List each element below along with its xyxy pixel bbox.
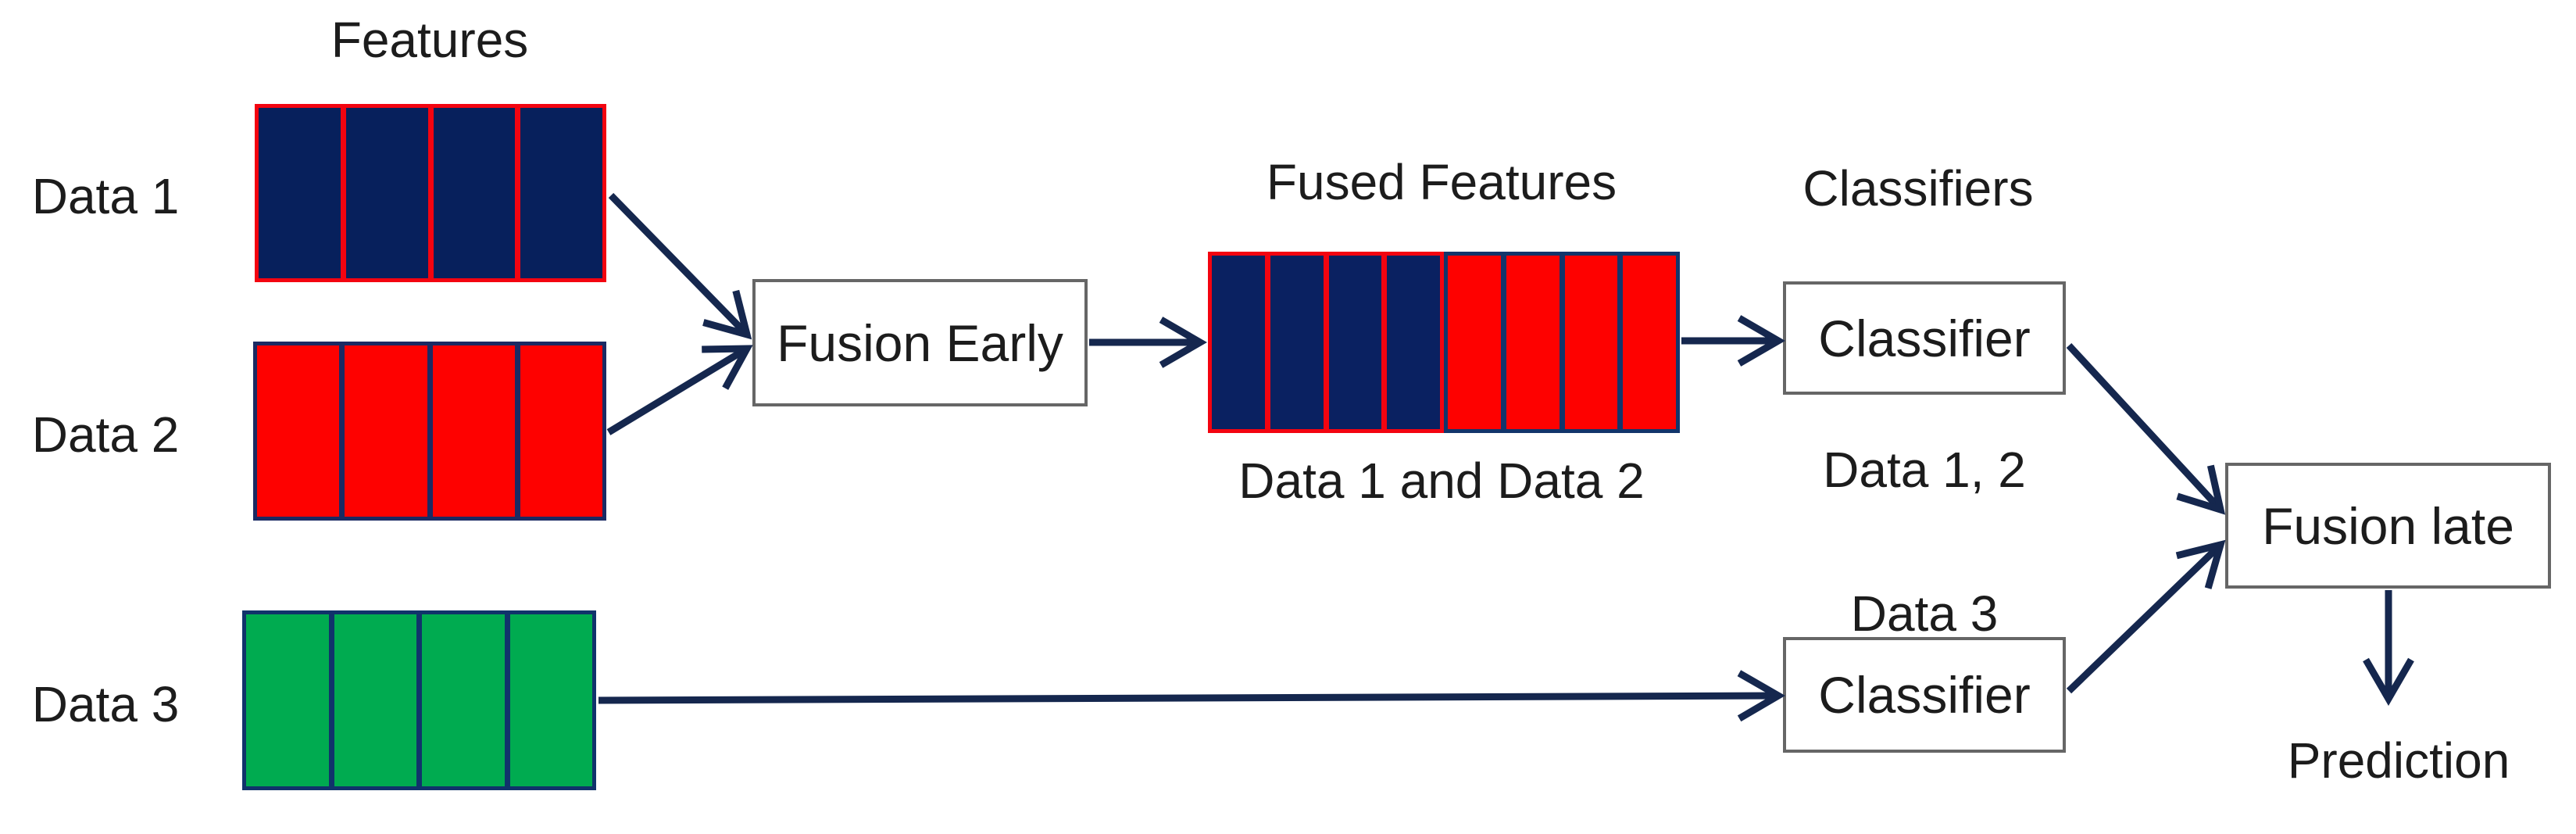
data2-label: Data 2 <box>31 406 180 463</box>
feature-cell <box>1328 256 1382 429</box>
classifier-bottom-box: Classifier <box>1783 637 2066 753</box>
fused-block-caption: Data 1 and Data 2 <box>1238 453 1645 509</box>
feature-cell <box>246 614 329 786</box>
classifier-top-box: Classifier <box>1783 281 2066 395</box>
features-heading: Features <box>330 12 529 68</box>
arrow-classifier-bottom-to-fusion-late <box>2066 539 2226 694</box>
feature-cell <box>433 108 516 278</box>
fused-features-block-data2-half <box>1444 252 1680 433</box>
feature-cell <box>259 108 341 278</box>
feature-cell <box>334 614 416 786</box>
feature-cell <box>1387 256 1440 429</box>
feature-cell <box>345 108 428 278</box>
feature-cell <box>1448 256 1501 429</box>
feature-cell <box>257 345 340 517</box>
classifiers-heading: Classifiers <box>1802 160 2034 217</box>
arrow-data2-to-fusion-early <box>606 345 753 435</box>
data3-label: Data 3 <box>31 676 180 732</box>
feature-cell <box>520 108 602 278</box>
prediction-label: Prediction <box>2287 732 2510 789</box>
classifier-top-caption: Data 1, 2 <box>1823 442 2026 498</box>
arrow-classifier-top-to-fusion-late <box>2066 342 2226 515</box>
feature-cell <box>509 614 592 786</box>
feature-cell <box>432 345 515 517</box>
feature-cell <box>1623 256 1676 429</box>
data2-features-block <box>253 342 606 521</box>
feature-cell <box>345 345 427 517</box>
data3-features-block <box>242 610 596 790</box>
arrow-data3-to-classifier-bottom <box>598 670 1785 722</box>
data1-features-block <box>255 104 606 282</box>
classifier-bottom-caption: Data 3 <box>1850 585 1999 642</box>
arrow-data1-to-fusion-early <box>608 192 752 340</box>
fused-features-block-data1-half <box>1208 252 1444 433</box>
data1-label: Data 1 <box>31 168 180 224</box>
feature-cell <box>1270 256 1324 429</box>
feature-cell <box>1506 256 1560 429</box>
feature-cell <box>520 345 602 517</box>
feature-cell <box>1564 256 1618 429</box>
fusion-late-box: Fusion late <box>2225 463 2551 589</box>
feature-cell <box>1212 256 1265 429</box>
feature-cell <box>422 614 505 786</box>
fusion-early-box: Fusion Early <box>752 279 1088 406</box>
fused-features-heading: Fused Features <box>1266 154 1617 210</box>
